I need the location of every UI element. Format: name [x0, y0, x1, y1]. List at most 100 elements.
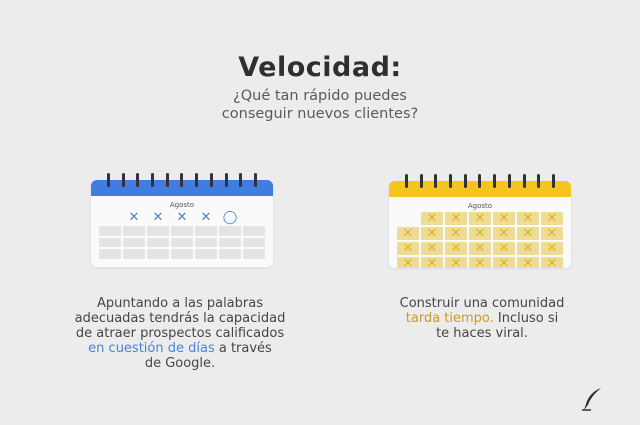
x-mark-icon: ✕ — [474, 226, 486, 241]
calendar-right-day-cell: ✕ — [541, 257, 563, 268]
calendar-right-day-cell: ✕ — [421, 212, 443, 225]
x-mark-icon: ✕ — [498, 226, 510, 241]
calendar-left-day-cell — [219, 237, 241, 248]
circle-mark-icon: ◯ — [222, 210, 238, 225]
x-mark-icon: ✕ — [176, 210, 188, 225]
calendar-right-rings — [389, 174, 571, 190]
calendar-right-day-cell: ✕ — [445, 257, 467, 268]
x-mark-icon: ✕ — [426, 241, 438, 256]
calendar-left-day-cell: ✕ — [147, 211, 169, 224]
x-mark-icon: ✕ — [498, 256, 510, 268]
x-mark-icon: ✕ — [474, 256, 486, 268]
right-description: Construir una comunidad tarda tiempo. In… — [342, 296, 622, 341]
calendar-right-card: Agosto ✕✕✕✕✕✕✕✕✕✕✕✕✕✕✕✕✕✕✕✕✕✕✕✕✕✕✕ — [389, 181, 571, 268]
calendar-right-day-cell: ✕ — [517, 227, 539, 240]
calendar-left-day-cell — [99, 211, 121, 224]
x-mark-icon: ✕ — [426, 211, 438, 226]
calendar-left-day-cell — [171, 249, 193, 259]
x-mark-icon: ✕ — [402, 256, 414, 268]
x-mark-icon: ✕ — [128, 210, 140, 225]
calendar-right-day-cell: ✕ — [445, 242, 467, 255]
calendar-right-day-cell: ✕ — [517, 242, 539, 255]
calendar-left-day-cell: ✕ — [171, 211, 193, 224]
calendar-left-day-cell — [99, 226, 121, 236]
calendar-left-day-cell — [195, 249, 217, 259]
calendar-right-month: Agosto — [467, 202, 493, 210]
calendar-right-day-cell: ✕ — [445, 227, 467, 240]
calendar-right-day-cell: ✕ — [493, 257, 515, 268]
calendar-left-day-cell — [243, 211, 265, 224]
calendar-left-day-cell: ✕ — [195, 211, 217, 224]
calendar-left-day-cell — [147, 249, 169, 259]
x-mark-icon: ✕ — [522, 211, 534, 226]
calendar-left-day-cell — [243, 226, 265, 236]
right-desc-line-2-rest: Incluso si — [493, 311, 559, 326]
calendar-left-day-cell — [195, 226, 217, 236]
calendar-right-day-cell: ✕ — [469, 242, 491, 255]
x-mark-icon: ✕ — [402, 241, 414, 256]
calendar-left-day-cell — [123, 237, 145, 248]
calendar-right-day-cell: ✕ — [469, 212, 491, 225]
calendar-right-day-cell: ✕ — [469, 257, 491, 268]
calendar-left-card: Agosto ✕ ✕ ✕ ✕ ◯ — [91, 180, 273, 267]
calendar-left-day-cell: ✕ — [123, 211, 145, 224]
right-desc-line-2: tarda tiempo. Incluso si — [342, 311, 622, 326]
x-mark-icon: ✕ — [426, 256, 438, 268]
calendar-right-grid: ✕✕✕✕✕✕✕✕✕✕✕✕✕✕✕✕✕✕✕✕✕✕✕✕✕✕✕ — [397, 212, 563, 268]
calendar-right-day-cell: ✕ — [517, 212, 539, 225]
calendar-left: Agosto ✕ ✕ ✕ ✕ ◯ — [91, 173, 273, 267]
subtitle-line-1: ¿Qué tan rápido puedes — [233, 88, 407, 104]
x-mark-icon: ✕ — [546, 226, 558, 241]
calendar-right-day-cell: ✕ — [421, 227, 443, 240]
left-desc-line-4-rest: a través — [214, 341, 272, 356]
calendar-left-day-cell — [147, 237, 169, 248]
x-mark-icon: ✕ — [450, 226, 462, 241]
calendar-left-day-cell — [243, 249, 265, 259]
calendar-right-day-cell: ✕ — [493, 212, 515, 225]
calendar-left-day-cell — [171, 237, 193, 248]
calendar-left-day-cell — [123, 226, 145, 236]
x-mark-icon: ✕ — [546, 211, 558, 226]
x-mark-icon: ✕ — [498, 211, 510, 226]
left-desc-line-1: Apuntando a las palabras — [97, 296, 263, 311]
calendar-right-day-cell: ✕ — [421, 257, 443, 268]
x-mark-icon: ✕ — [474, 241, 486, 256]
calendar-left-day-cell — [99, 249, 121, 259]
left-desc-line-5: de Google. — [144, 356, 216, 371]
x-mark-icon: ✕ — [522, 241, 534, 256]
x-mark-icon: ✕ — [546, 256, 558, 268]
right-desc-highlight: tarda tiempo. — [405, 311, 494, 326]
calendar-left-day-cell — [219, 226, 241, 236]
x-mark-icon: ✕ — [522, 226, 534, 241]
calendar-left-rings — [91, 173, 273, 189]
calendar-right: Agosto ✕✕✕✕✕✕✕✕✕✕✕✕✕✕✕✕✕✕✕✕✕✕✕✕✕✕✕ — [389, 174, 571, 268]
calendar-right-day-cell: ✕ — [517, 257, 539, 268]
x-mark-icon: ✕ — [474, 211, 486, 226]
calendar-right-day-cell: ✕ — [541, 227, 563, 240]
calendar-left-day-cell — [219, 249, 241, 259]
calendar-left-day-cell — [123, 249, 145, 259]
calendar-left-day-cell: ◯ — [219, 211, 241, 224]
calendar-left-month: Agosto — [169, 201, 195, 209]
x-mark-icon: ✕ — [450, 211, 462, 226]
calendar-left-day-cell — [147, 226, 169, 236]
calendar-left-day-cell — [171, 226, 193, 236]
calendar-left-day-cell — [99, 237, 121, 248]
x-mark-icon: ✕ — [402, 226, 414, 241]
x-mark-icon: ✕ — [426, 226, 438, 241]
quill-pen-icon — [582, 388, 601, 411]
calendar-right-day-cell: ✕ — [445, 212, 467, 225]
page-title: Velocidad: — [238, 52, 402, 83]
x-mark-icon: ✕ — [498, 241, 510, 256]
calendar-left-day-cell — [243, 237, 265, 248]
calendar-right-day-cell: ✕ — [541, 212, 563, 225]
x-mark-icon: ✕ — [450, 241, 462, 256]
x-mark-icon: ✕ — [450, 256, 462, 268]
right-desc-line-1: Construir una comunidad — [399, 296, 565, 311]
subtitle-line-2: conseguir nuevos clientes? — [221, 106, 419, 122]
calendar-right-day-cell: ✕ — [421, 242, 443, 255]
calendar-right-day-cell: ✕ — [397, 257, 419, 268]
calendar-right-day-cell — [397, 212, 419, 225]
x-mark-icon: ✕ — [200, 210, 212, 225]
calendar-right-day-cell: ✕ — [493, 242, 515, 255]
